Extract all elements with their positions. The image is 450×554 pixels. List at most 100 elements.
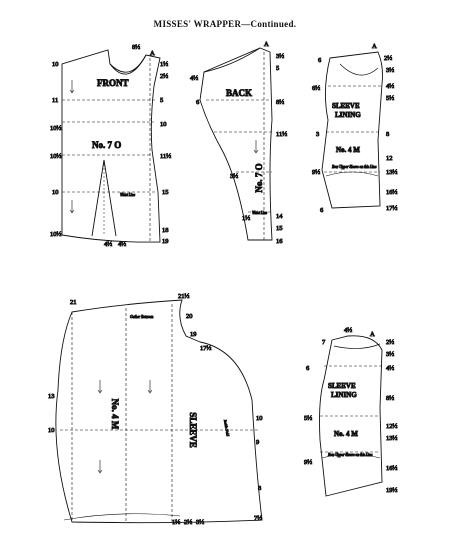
svg-text:6: 6 bbox=[306, 365, 310, 372]
svg-text:11½: 11½ bbox=[276, 131, 287, 138]
svg-text:6½: 6½ bbox=[312, 85, 320, 92]
svg-text:17½: 17½ bbox=[200, 345, 212, 352]
svg-text:16½: 16½ bbox=[386, 465, 398, 472]
svg-text:2½: 2½ bbox=[384, 55, 392, 62]
sleeve-lining-lower-guides bbox=[320, 365, 382, 453]
svg-text:18: 18 bbox=[162, 227, 169, 234]
front-neck-curve bbox=[109, 54, 147, 75]
svg-text:1½: 1½ bbox=[160, 61, 168, 68]
svg-text:3½: 3½ bbox=[386, 67, 394, 74]
svg-text:8½: 8½ bbox=[386, 395, 394, 402]
svg-text:7: 7 bbox=[322, 339, 326, 346]
sleeve-lining-upper-label-2: LINING bbox=[335, 111, 361, 119]
front-dart bbox=[91, 159, 117, 237]
svg-text:11: 11 bbox=[52, 97, 58, 104]
svg-text:4½: 4½ bbox=[118, 241, 126, 248]
svg-text:5½: 5½ bbox=[304, 415, 312, 422]
svg-text:9½: 9½ bbox=[312, 169, 320, 176]
svg-text:19: 19 bbox=[162, 238, 169, 245]
back-letter: A bbox=[264, 41, 269, 48]
svg-text:5: 5 bbox=[276, 65, 279, 72]
sleeve-lining-upper-guides bbox=[324, 85, 382, 173]
sleeve-piece bbox=[55, 299, 263, 524]
svg-text:8: 8 bbox=[386, 131, 389, 138]
svg-text:19½: 19½ bbox=[386, 487, 398, 494]
svg-text:8: 8 bbox=[258, 485, 261, 492]
front-label: FRONT bbox=[97, 78, 129, 88]
sleeve-lining-upper-left-measures: 6 6½ 3 9½ 6 bbox=[312, 57, 325, 215]
svg-text:7½: 7½ bbox=[254, 515, 262, 522]
svg-text:14: 14 bbox=[276, 213, 283, 220]
svg-text:4½: 4½ bbox=[190, 75, 198, 82]
front-piece bbox=[61, 49, 161, 243]
svg-text:6: 6 bbox=[320, 207, 324, 214]
svg-text:2½: 2½ bbox=[160, 73, 168, 80]
svg-text:9½: 9½ bbox=[304, 459, 312, 466]
back-piece bbox=[199, 47, 273, 241]
svg-text:3½: 3½ bbox=[230, 173, 238, 180]
sleeve-lining-upper-outline bbox=[321, 51, 383, 209]
svg-text:17½: 17½ bbox=[386, 205, 398, 212]
svg-text:12: 12 bbox=[386, 155, 393, 162]
svg-text:10: 10 bbox=[256, 415, 263, 422]
sleeve-lining-lower-label-2: LINING bbox=[331, 391, 357, 399]
svg-text:13: 13 bbox=[48, 393, 55, 400]
sleeve-lining-upper-letter: A bbox=[372, 43, 377, 50]
sleeve-lining-upper-label-1: SLEEVE bbox=[332, 102, 360, 110]
sleeve-lining-lower-top-measure: 4½ bbox=[344, 327, 352, 334]
svg-text:21½: 21½ bbox=[178, 293, 190, 300]
svg-text:10½: 10½ bbox=[50, 125, 62, 132]
sleeve-left-measures: 13 10 17½ 3½ 2½ 1½ bbox=[48, 345, 212, 527]
sleeve-top-measures: 21 21½ 20 19 bbox=[70, 293, 197, 339]
sleeve-lining-upper-right-measures: 2½ 3½ 4½ 5½ 8 12 13½ 16½ 17½ bbox=[384, 55, 398, 213]
svg-text:10: 10 bbox=[52, 189, 59, 196]
front-number: No. 7 O bbox=[92, 140, 121, 150]
back-right-measures: 3½ 5 8½ 11½ 14 15 16 bbox=[276, 53, 288, 246]
back-left-measures: 4½ 6 3½ 1½ bbox=[190, 75, 251, 223]
svg-text:15: 15 bbox=[162, 189, 169, 196]
svg-text:13½: 13½ bbox=[386, 169, 398, 176]
sleeve-lining-lower-right-measures: 2½ 3½ 4½ 8½ 12½ 13½ 16½ 19½ bbox=[386, 339, 398, 495]
sleeve-lining-lower-left-measures: 7 6 5½ 9½ bbox=[304, 339, 327, 467]
back-neck-curve bbox=[203, 47, 261, 73]
front-left-measures: 10 11 10½ 10½ 10 10½ bbox=[50, 61, 62, 239]
sleeve-lining-upper-note: Bow Upper Sleeve on this Line bbox=[332, 165, 377, 169]
sleeve-note-fold: Inside Fold bbox=[223, 418, 230, 436]
svg-text:19: 19 bbox=[190, 331, 197, 338]
svg-text:11½: 11½ bbox=[160, 153, 171, 160]
svg-text:21: 21 bbox=[70, 299, 77, 306]
svg-text:6: 6 bbox=[318, 57, 322, 64]
sleeve-label: SLEEVE bbox=[188, 412, 198, 448]
svg-text:8½: 8½ bbox=[276, 99, 284, 106]
sleeve-lining-lower-outline bbox=[319, 335, 383, 497]
svg-text:4½: 4½ bbox=[386, 83, 394, 90]
svg-text:10½: 10½ bbox=[50, 231, 62, 238]
svg-text:2½: 2½ bbox=[386, 339, 394, 346]
sleeve-right-measures: 10 9 8 7½ bbox=[254, 415, 263, 523]
back-guides bbox=[206, 52, 272, 240]
svg-text:15: 15 bbox=[276, 225, 283, 232]
svg-text:4½: 4½ bbox=[104, 241, 112, 248]
back-waist-line: Waist Line bbox=[252, 211, 268, 215]
svg-text:3½: 3½ bbox=[196, 519, 204, 526]
page-title: MISSES' WRAPPER—Continued. bbox=[153, 19, 297, 29]
back-outline bbox=[199, 47, 273, 241]
svg-text:3: 3 bbox=[316, 131, 319, 138]
front-letter: A bbox=[150, 50, 155, 57]
sleeve-note-gather: Gather Between bbox=[130, 315, 153, 319]
svg-text:10: 10 bbox=[160, 121, 167, 128]
sleeve-lining-upper-number: No. 4 M bbox=[336, 146, 360, 154]
svg-text:2½: 2½ bbox=[184, 519, 192, 526]
sleeve-lining-lower-piece bbox=[319, 335, 383, 497]
front-right-measures: 8½ 1½ 2½ 5 10 11½ 15 18 19 bbox=[132, 44, 172, 246]
svg-text:3½: 3½ bbox=[276, 53, 284, 60]
svg-text:8½: 8½ bbox=[132, 44, 140, 51]
svg-text:3½: 3½ bbox=[386, 351, 394, 358]
svg-text:20: 20 bbox=[186, 313, 193, 320]
svg-text:5½: 5½ bbox=[386, 95, 394, 102]
svg-text:9: 9 bbox=[256, 439, 259, 446]
sleeve-lining-lower-number: No. 4 M bbox=[334, 430, 358, 438]
svg-text:5: 5 bbox=[160, 97, 163, 104]
sleeve-lining-lower-label-1: SLEEVE bbox=[328, 382, 356, 390]
